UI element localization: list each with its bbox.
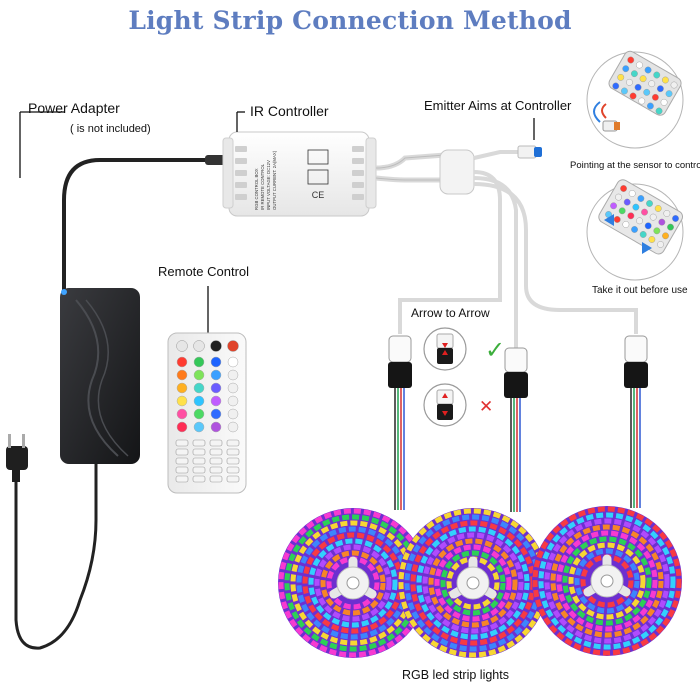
ac-cable (14, 462, 98, 650)
strip-connector-1 (388, 335, 412, 510)
remote-control (167, 332, 247, 494)
emitter-label: Emitter Aims at Controller (424, 98, 572, 113)
page-title: Light Strip Connection Method (128, 6, 572, 35)
power-adapter (6, 155, 229, 650)
svg-text:CE: CE (312, 190, 325, 200)
arrow-to-arrow-label: Arrow to Arrow (411, 306, 490, 320)
ir-emitter (517, 145, 542, 159)
remote-control-label: Remote Control (158, 264, 250, 279)
wall-plug (6, 434, 28, 482)
strip-cables (398, 170, 638, 348)
ir-controller-box: RGB CONTROL BOXIR REMOTE CONTROLINPUT VO… (222, 131, 377, 217)
splitter (439, 149, 475, 195)
not-included-note: ( is not included) (70, 123, 151, 135)
strip-connector-2 (504, 347, 528, 512)
svg-text:RGB CONTROL BOXIR REMOTE CONTR: RGB CONTROL BOXIR REMOTE CONTROLINPUT VO… (254, 150, 277, 210)
led-reel-1 (278, 508, 428, 658)
take-out-caption: Take it out before use (592, 285, 688, 296)
inset-pointing (586, 50, 684, 149)
inset-take-out (586, 179, 684, 281)
power-adapter-label: Power Adapter (28, 100, 120, 116)
check-icon: ✓ (485, 336, 505, 364)
rgb-strips-label: RGB led strip lights (402, 668, 509, 682)
arrow-correct-inset (423, 327, 467, 371)
arrow-wrong-inset (423, 383, 467, 427)
strip-connector-3 (624, 335, 648, 508)
ir-controller-label: IR Controller (250, 103, 329, 119)
led-reel-2 (398, 508, 548, 658)
led-reel-3 (532, 506, 682, 656)
pointing-caption: Pointing at the sensor to control (570, 160, 700, 171)
led-strip-reels (278, 506, 682, 658)
dc-cable (62, 158, 215, 290)
cross-icon: ✕ (479, 397, 493, 417)
